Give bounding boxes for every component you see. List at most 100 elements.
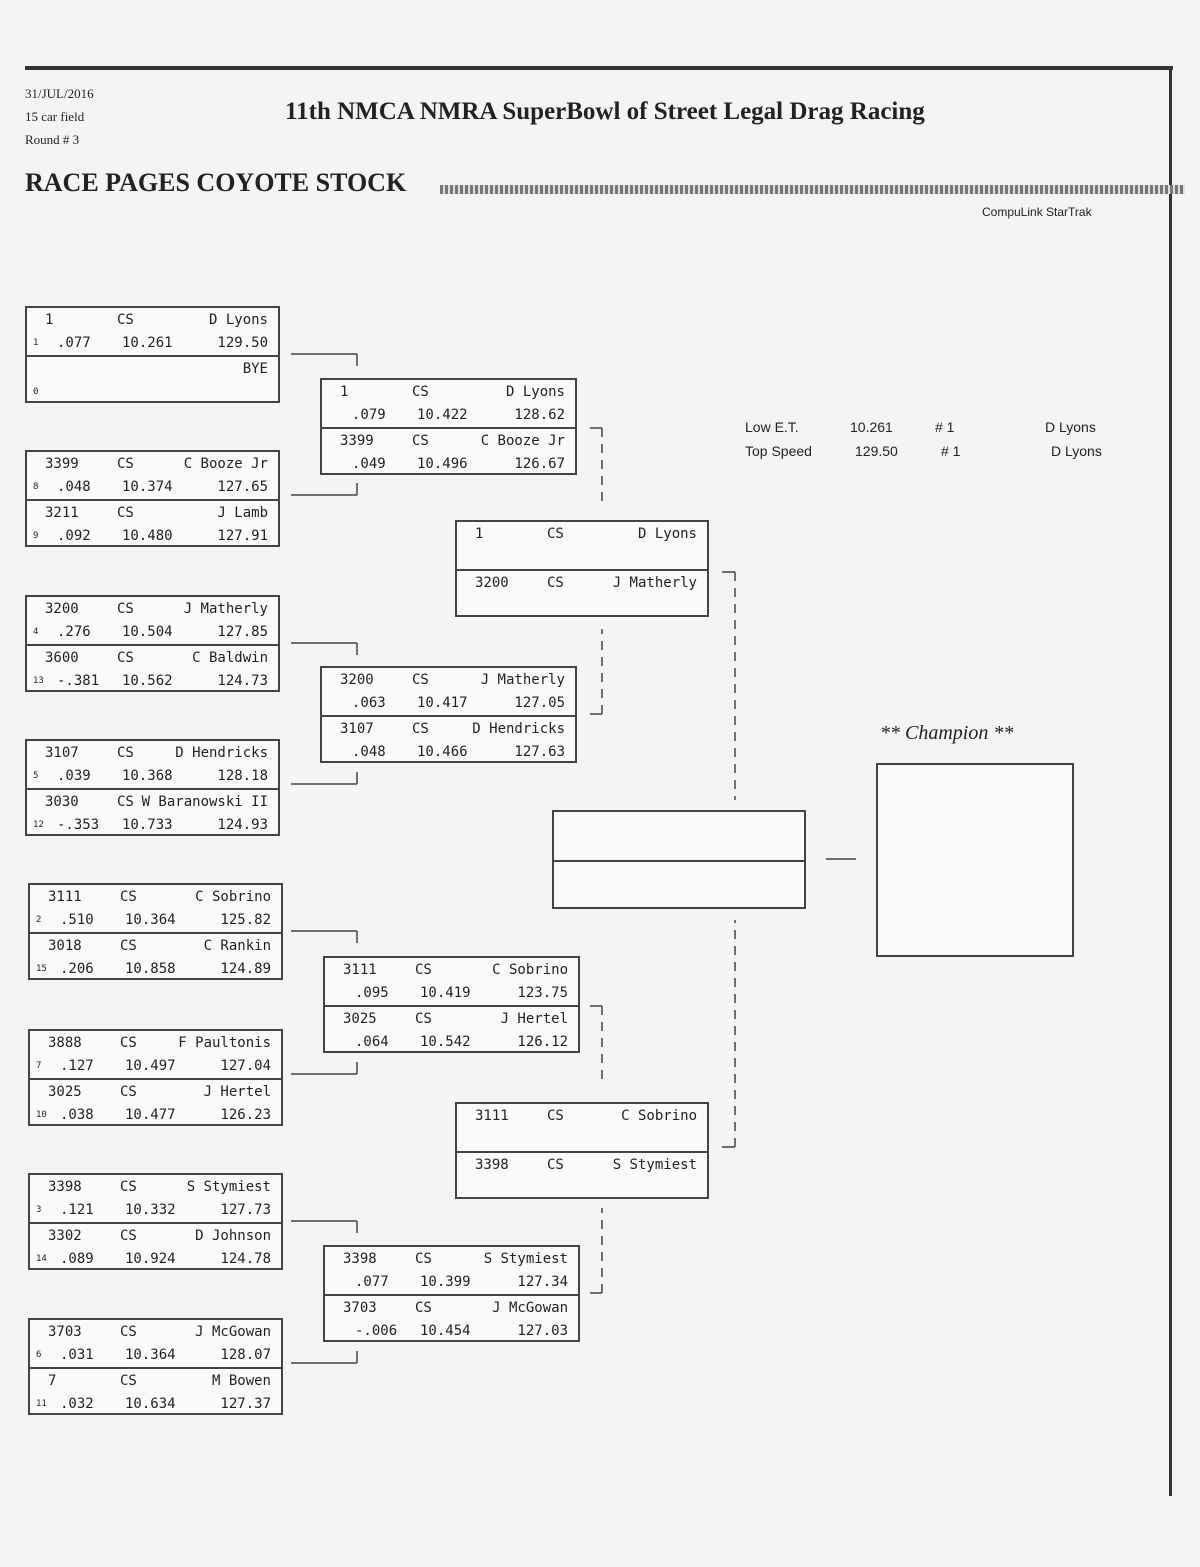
speed: 127.04 xyxy=(220,1058,271,1074)
car-class: CS xyxy=(117,793,134,810)
seed: 3 xyxy=(36,1205,42,1215)
car-class: CS xyxy=(117,456,134,472)
elapsed-time: 10.497 xyxy=(125,1058,176,1074)
low-et-label: Low E.T. xyxy=(745,419,799,435)
car-class: CS xyxy=(412,384,429,400)
reaction-time: .048 xyxy=(352,743,386,760)
driver-name: S Stymiest xyxy=(612,1156,697,1173)
driver-name: M Bowen xyxy=(211,1372,271,1389)
reaction-time: .049 xyxy=(352,455,386,472)
driver-name: F Paultonis xyxy=(178,1035,271,1051)
car-number: 3200 xyxy=(340,672,374,688)
car-number: 3018 xyxy=(48,937,82,954)
seed: 13 xyxy=(33,675,44,686)
car-number: 3600 xyxy=(45,649,79,666)
speed: 124.93 xyxy=(217,816,268,833)
speed: 124.78 xyxy=(220,1250,271,1267)
speed: 124.73 xyxy=(217,672,268,689)
seed: 1 xyxy=(33,338,39,348)
driver-name: J Matherly xyxy=(612,574,697,591)
speed: 127.85 xyxy=(217,624,268,640)
car-number: 3398 xyxy=(48,1179,82,1195)
speed: 128.07 xyxy=(220,1347,271,1363)
driver-name: J Lamb xyxy=(217,504,268,521)
driver-name: C Rankin xyxy=(203,937,271,954)
reaction-time: -.006 xyxy=(355,1322,398,1339)
driver-name: J Matherly xyxy=(183,601,268,617)
car-class: CS xyxy=(415,1251,432,1267)
reaction-time: .064 xyxy=(355,1033,389,1050)
speed: 127.73 xyxy=(220,1202,271,1218)
car-number: 3703 xyxy=(48,1324,82,1340)
car-class: CS xyxy=(412,720,429,737)
final-box xyxy=(552,810,806,909)
reaction-time: .039 xyxy=(57,768,91,784)
top-speed-driver: D Lyons xyxy=(1051,443,1102,459)
speed: 127.05 xyxy=(514,695,565,711)
car-number: 3111 xyxy=(48,889,82,905)
driver-name: D Hendricks xyxy=(175,745,268,761)
car-number: 3399 xyxy=(340,432,374,449)
reaction-time: .077 xyxy=(355,1274,389,1290)
speed: 129.50 xyxy=(217,335,268,351)
driver-name: D Johnson xyxy=(195,1227,271,1244)
seed: 4 xyxy=(33,627,39,637)
car-class: CS xyxy=(415,962,432,978)
event-meta: 31/JUL/2016 15 car field Round # 3 xyxy=(25,82,94,151)
round-number: Round # 3 xyxy=(25,132,80,147)
car-number: 3030 xyxy=(45,793,79,810)
seed: 11 xyxy=(36,1398,47,1409)
class-title: RACE PAGES COYOTE STOCK xyxy=(25,168,407,197)
car-number: 3107 xyxy=(45,745,79,761)
car-number: 1 xyxy=(475,526,484,542)
car-number: 7 xyxy=(48,1372,57,1389)
car-class: CS xyxy=(547,574,564,591)
car-class: CS xyxy=(120,937,137,954)
reaction-time: .077 xyxy=(57,335,91,351)
brand: CompuLink StarTrak xyxy=(982,205,1092,219)
speed: 127.03 xyxy=(517,1322,568,1339)
seed: 10 xyxy=(36,1109,47,1120)
seed: 6 xyxy=(36,1350,42,1360)
reaction-time: .032 xyxy=(60,1395,94,1412)
page-border-right xyxy=(1169,66,1172,1496)
car-class: CS xyxy=(547,1108,564,1124)
final-lane-2 xyxy=(554,859,804,908)
car-class: CS xyxy=(547,526,564,542)
car-class: CS xyxy=(117,601,134,617)
car-class: CS xyxy=(117,649,134,666)
elapsed-time: 10.399 xyxy=(420,1274,471,1290)
elapsed-time: 10.364 xyxy=(125,912,176,928)
speed: 123.75 xyxy=(517,985,568,1001)
seed: 14 xyxy=(36,1253,47,1264)
car-number: 3703 xyxy=(343,1299,377,1316)
speed: 125.82 xyxy=(220,912,271,928)
car-number: 3200 xyxy=(45,601,79,617)
car-class: CS xyxy=(120,1083,137,1100)
car-number: 3399 xyxy=(45,456,79,472)
driver-name: W Baranowski II xyxy=(141,793,268,810)
car-number: 3111 xyxy=(475,1108,509,1124)
elapsed-time: 10.924 xyxy=(125,1250,176,1267)
low-et-value: 10.261 xyxy=(850,419,893,435)
car-class: CS xyxy=(120,889,137,905)
reaction-time: -.353 xyxy=(57,816,100,833)
